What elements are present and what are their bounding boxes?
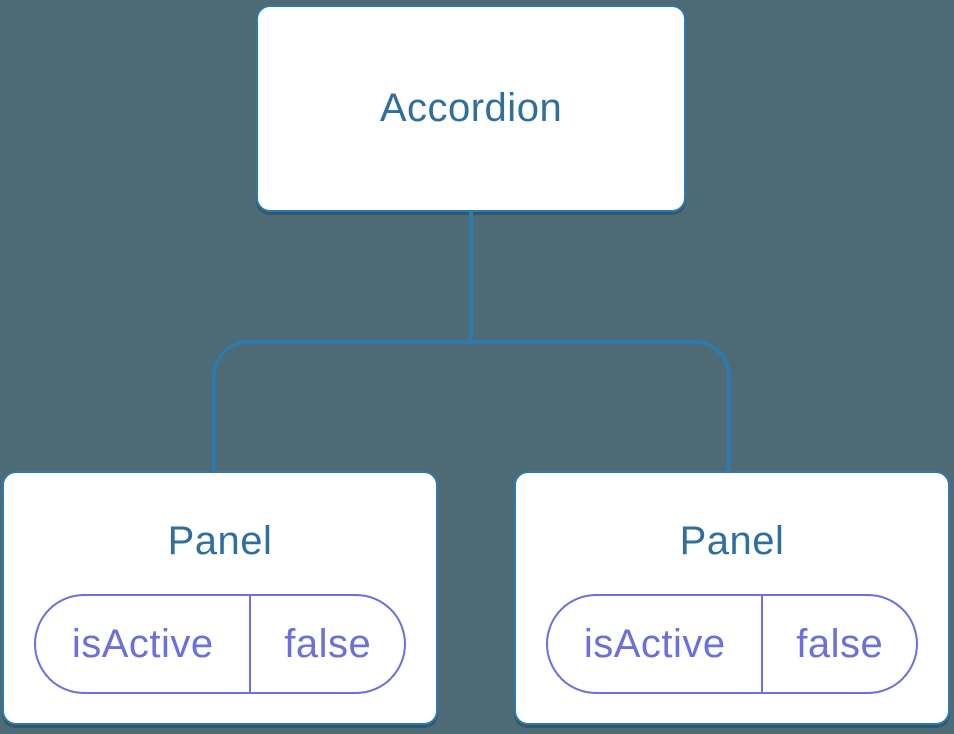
connector-bracket xyxy=(212,340,731,472)
state-pill: isActive false xyxy=(546,594,918,694)
panel-node-label: Panel xyxy=(167,519,273,563)
state-key-label: isActive xyxy=(548,596,764,692)
accordion-node: Accordion xyxy=(256,5,686,212)
accordion-node-label: Accordion xyxy=(379,86,563,130)
state-value-label: false xyxy=(796,621,884,666)
state-pill: isActive false xyxy=(34,594,406,694)
state-value-label: false xyxy=(284,621,372,666)
state-key-label: isActive xyxy=(36,596,252,692)
connector-stem xyxy=(469,212,473,344)
panel-node-right: Panel isActive false xyxy=(514,471,950,725)
panel-node-label: Panel xyxy=(679,519,785,563)
panel-node-left: Panel isActive false xyxy=(2,471,438,725)
